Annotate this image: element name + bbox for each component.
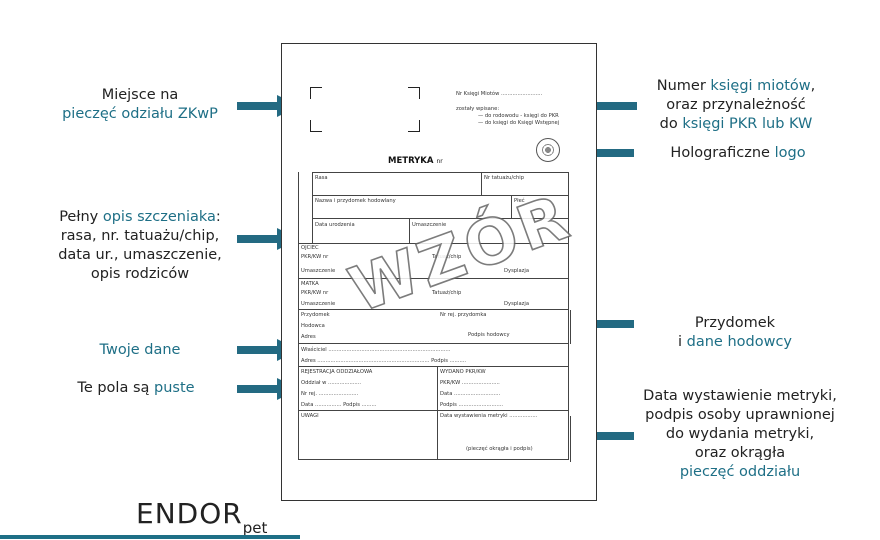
annotation-issue-date: Data wystawienie metryki, podpis osoby u… xyxy=(643,388,837,480)
field-breeder-address: Adres xyxy=(301,334,316,340)
table-cell xyxy=(298,410,438,460)
annotation-puppy-line2: rasa, nr. tatuażu/chip, xyxy=(60,228,220,244)
registration-option: — do rodowodu - księgi do PKR xyxy=(478,113,559,119)
field-nr-rej: Nr rej. ........................ xyxy=(301,391,359,397)
field-sign-b: Podpis ........................... xyxy=(440,402,504,408)
annotation-litter-book: Numer księgi miotów, oraz przynależność … xyxy=(656,78,816,132)
table-cell xyxy=(437,410,569,460)
field-father-color: Umaszczenie xyxy=(301,268,336,274)
annotation-hologram: Holograficzne logo xyxy=(670,145,806,161)
section-marker xyxy=(570,310,571,344)
field-notes: UWAGI xyxy=(301,413,319,419)
field-mother: MATKA xyxy=(301,281,319,287)
field-owner: Właściciel .............................… xyxy=(301,347,451,353)
annotation-stamp-plain: Miejsce na xyxy=(101,87,179,103)
litter-book-field: Nr Księgi Miotów .......................… xyxy=(456,91,543,97)
field-breeder: Hodowca xyxy=(301,323,325,329)
field-tattoo: Nr tatuażu/chip xyxy=(484,175,525,181)
field-kennel-reg: Nr rej. przydomka xyxy=(440,312,487,318)
stamp-corner xyxy=(408,87,420,99)
field-breed: Rasa xyxy=(315,175,328,181)
field-stamp-note: (pieczęć okrągła i podpis) xyxy=(466,446,533,452)
pedigree-document: Nr Księgi Miotów .......................… xyxy=(281,43,597,501)
field-father-tattoo: Tatuaż/chip xyxy=(432,254,462,260)
field-color: Umaszczenie xyxy=(412,222,447,228)
field-father-pkr: PKR/KW nr xyxy=(301,254,329,260)
field-sex: Płeć xyxy=(514,198,525,204)
brand-underline xyxy=(0,535,300,539)
table-cell xyxy=(298,309,569,344)
field-date-a: Data ............................ xyxy=(440,391,501,397)
annotation-empty-fields: Te pola są puste xyxy=(77,380,195,396)
annotation-puppy-desc: Pełny opis szczeniaka: rasa, nr. tatuażu… xyxy=(34,208,246,284)
annotation-puppy-line1: Pełny opis szczeniaka: xyxy=(59,209,221,225)
field-name: Nazwa i przydomek hodowlany xyxy=(315,198,396,204)
field-mother-tattoo: Tatuaż/chip xyxy=(432,290,462,296)
table-cell xyxy=(312,172,482,196)
field-father: OJCIEC xyxy=(301,245,319,251)
stamp-corner xyxy=(310,120,322,132)
annotation-breeder: Przydomek i dane hodowcy xyxy=(678,315,792,350)
stamp-corner xyxy=(310,87,322,99)
brand-logo: ENDORpet xyxy=(136,497,268,537)
field-branch-reg: REJESTRACJA ODDZIAŁOWA xyxy=(301,369,373,375)
field-mother-color: Umaszczenie xyxy=(301,301,336,307)
annotation-stamp-highlight: pieczęć odziału ZKwP xyxy=(62,106,218,122)
field-pkrkw: PKR/KW ....................... xyxy=(440,380,500,386)
field-pkr-issued: WYDANO PKR/KW xyxy=(440,369,486,375)
document-title: METRYKA nr xyxy=(388,156,443,166)
field-mother-pkr: PKR/KW nr xyxy=(301,290,329,296)
field-kennel: Przydomek xyxy=(301,312,330,318)
annotation-puppy-line3: data ur., umaszczenie, xyxy=(58,247,222,263)
field-owner-address: Adres ..................................… xyxy=(301,358,467,364)
field-issue-date: Data wystawienia metryki ...............… xyxy=(440,413,538,419)
annotation-puppy-line4: opis rodziców xyxy=(90,266,190,282)
holographic-logo-icon xyxy=(536,138,560,162)
field-date-sign: Data ................ Podpis ......... xyxy=(301,402,377,408)
section-marker xyxy=(298,172,299,304)
field-father-dysplasia: Dysplazja xyxy=(504,268,530,274)
stamp-corner xyxy=(408,120,420,132)
field-breeder-sign: Podpis hodowcy xyxy=(468,332,510,338)
registration-label: zostały wpisane: xyxy=(456,106,500,112)
registration-option: — do księgi do Księgi Wstępnej xyxy=(478,120,560,126)
field-branch: Oddział w .................... xyxy=(301,380,362,386)
section-marker xyxy=(570,416,571,462)
annotation-your-data: Twoje dane xyxy=(99,342,181,358)
field-mother-dysplasia: Dysplazja xyxy=(504,301,530,307)
annotation-stamp-place: Miejsce na pieczęć odziału ZKwP xyxy=(42,86,238,124)
field-dob: Data urodzenia xyxy=(315,222,355,228)
